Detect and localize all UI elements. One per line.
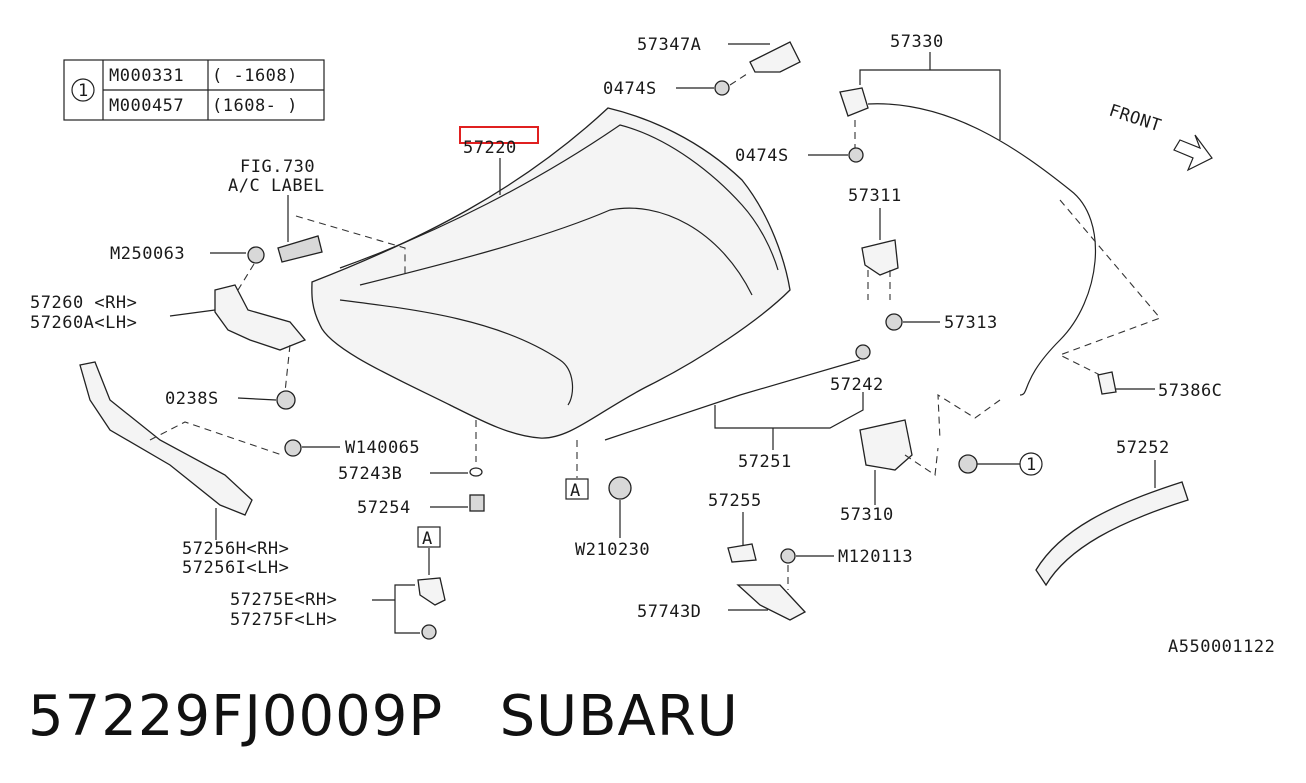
label-ac-label: A/C LABEL: [228, 176, 325, 196]
legend-code-1: M000331: [109, 66, 184, 86]
label-57260: 57260 <RH>: [30, 293, 137, 313]
label-57256h: 57256H<RH>: [182, 539, 289, 559]
hood-panel: [311, 107, 791, 439]
washer-57243b: [469, 467, 483, 477]
label-57260a: 57260A<LH>: [30, 313, 137, 333]
clip-w140065: [284, 439, 302, 457]
label-57310: 57310: [840, 505, 894, 525]
bolt-57313: [885, 313, 903, 331]
hood-hinge: [214, 284, 307, 351]
clip-57242: [855, 344, 871, 360]
box-a-2-text: A: [422, 529, 433, 549]
brand-name: SUBARU: [499, 684, 739, 749]
legend-code-2: M000457: [109, 96, 184, 116]
label-57743d: 57743D: [637, 602, 701, 622]
diagram-ref-code: A550001122: [1168, 637, 1275, 657]
hood-stay-bolt: [421, 624, 437, 640]
legend-ref-marker: [1019, 452, 1043, 476]
grommet-w210230: [608, 476, 632, 500]
bolt-latch: [958, 454, 978, 474]
striker-57311: [861, 239, 899, 276]
label-0238s: 0238S: [165, 389, 219, 409]
part-caption: 57229FJ0009P SUBARU: [28, 684, 739, 749]
label-57251: 57251: [738, 452, 792, 472]
nut-0238s: [276, 390, 296, 410]
hood-seal-side: [79, 361, 253, 516]
bracket-57347a: [749, 41, 801, 73]
bolt-m250063: [247, 246, 265, 264]
label-57242: 57242: [830, 375, 884, 395]
label-57347a: 57347A: [637, 35, 701, 55]
label-57275e: 57275E<RH>: [230, 590, 337, 610]
hood-stay-holder: [417, 577, 446, 606]
label-57255: 57255: [708, 491, 762, 511]
legend-table: 1 M000331 ( -1608) M000457 (1608- ): [63, 59, 325, 121]
label-0474s-top: 0474S: [603, 79, 657, 99]
seal-57252: [1035, 481, 1189, 587]
label-57252: 57252: [1116, 438, 1170, 458]
label-m250063: M250063: [110, 244, 185, 264]
label-w210230: W210230: [575, 540, 650, 560]
box-a-marker-1: [565, 478, 589, 500]
clip-57386c: [1097, 371, 1117, 395]
label-57330: 57330: [890, 32, 944, 52]
label-57243b: 57243B: [338, 464, 402, 484]
label-front: FRONT: [1106, 101, 1163, 137]
legend-range-1: ( -1608): [212, 66, 298, 86]
release-handle: [839, 87, 869, 117]
legend-range-2: (1608- ): [212, 96, 298, 116]
bolt-0474s-mid: [848, 147, 864, 163]
bolt-0474s-top: [714, 80, 730, 96]
box-a-1-text: A: [570, 481, 581, 501]
marker-1-text: 1: [1026, 455, 1037, 475]
label-0474s-mid: 0474S: [735, 146, 789, 166]
part-number: 57229FJ0009P: [28, 684, 444, 749]
box-a-marker-2: [417, 526, 441, 548]
label-57256i: 57256I<LH>: [182, 558, 289, 578]
bolt-m120113: [780, 548, 796, 564]
label-w140065: W140065: [345, 438, 420, 458]
ac-label-sticker: [277, 235, 323, 263]
legend-marker: 1: [78, 81, 89, 101]
front-arrow-icon: [1173, 134, 1213, 172]
label-57311: 57311: [848, 186, 902, 206]
label-fig730: FIG.730: [240, 157, 315, 177]
label-57313: 57313: [944, 313, 998, 333]
label-m120113: M120113: [838, 547, 913, 567]
label-57386c: 57386C: [1158, 381, 1222, 401]
label-57254: 57254: [357, 498, 411, 518]
cushion-57254: [469, 494, 485, 512]
label-57220: 57220: [463, 138, 517, 158]
highlight-box-57220: [459, 126, 539, 144]
label-57275f: 57275F<LH>: [230, 610, 337, 630]
clip-57255: [727, 543, 757, 563]
bracket-57743d: [736, 584, 807, 621]
hood-latch: [859, 419, 913, 471]
